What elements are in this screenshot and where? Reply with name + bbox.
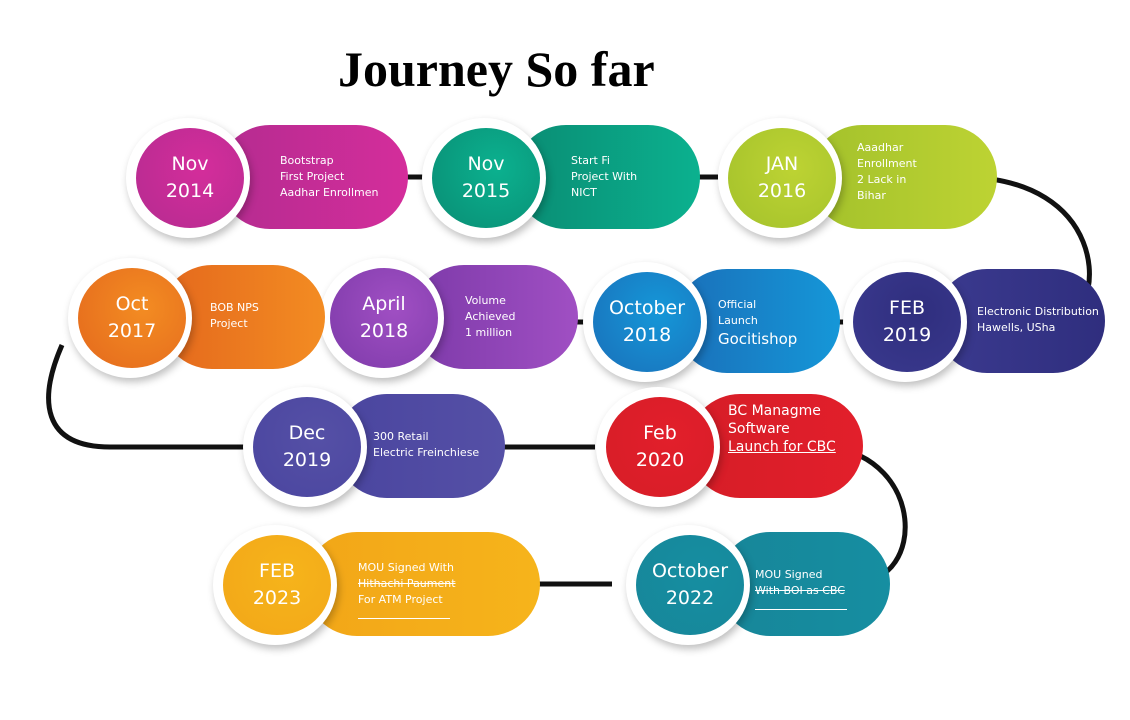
milestone-year: 2018	[359, 320, 409, 342]
description-line: First Project	[280, 170, 345, 183]
milestone-month: FEB	[889, 297, 925, 319]
milestone-month: Nov	[171, 153, 209, 175]
underline-rule	[755, 609, 847, 610]
milestone-date-badge: April 2018	[330, 268, 438, 368]
description-line: Project With	[571, 170, 638, 183]
milestone-year: 2015	[461, 180, 511, 202]
milestone-date-badge: Nov 2015	[432, 128, 540, 228]
description-line: Volume	[465, 294, 506, 307]
milestone-year: 2017	[107, 320, 157, 342]
description-line: 300 Retail	[373, 430, 429, 443]
connector	[46, 344, 248, 450]
description-line: Hawells, USha	[977, 321, 1056, 334]
milestone-date-badge: Feb 2020	[606, 397, 714, 497]
description-line: Electronic Distribution	[977, 305, 1099, 318]
milestone-year: 2018	[622, 324, 672, 346]
description-line: Launch	[718, 314, 758, 327]
milestone-month: October	[608, 297, 686, 319]
milestone-year: 2022	[665, 587, 715, 609]
milestone-year: 2020	[635, 449, 685, 471]
milestone-year: 2019	[282, 449, 332, 471]
description-line: BC Managme	[728, 403, 821, 419]
milestone-date-badge: October 2022	[636, 535, 744, 635]
description-line: For ATM Project	[358, 593, 443, 606]
milestone-year: 2016	[757, 180, 807, 202]
milestone-year: 2014	[165, 180, 215, 202]
milestone-month: Nov	[467, 153, 505, 175]
milestone-month: Oct	[115, 293, 149, 315]
milestone-date-badge: Dec 2019	[253, 397, 361, 497]
description-line: Hithachi Paument	[358, 577, 456, 590]
milestone-month: October	[651, 560, 729, 582]
milestone-date-badge: Nov 2014	[136, 128, 244, 228]
description-line: MOU Signed With	[358, 561, 454, 574]
milestone-month: Dec	[288, 422, 326, 444]
milestone-year: 2023	[252, 587, 302, 609]
description-line: Enrollment	[857, 157, 917, 170]
milestone-month: April	[362, 293, 406, 315]
description-line: BOB NPS	[210, 301, 259, 314]
description-line: NICT	[571, 186, 597, 199]
description-line: Official	[718, 298, 757, 311]
milestone-month: Feb	[643, 422, 677, 444]
page-title: Journey So far	[338, 41, 655, 97]
description-line: 2 Lack in	[857, 173, 907, 186]
description-line: Start Fi	[571, 154, 610, 167]
milestone-date-badge: JAN 2016	[728, 128, 836, 228]
milestone-description: BOB NPS Project	[210, 300, 259, 332]
description-line: Aaadhar	[857, 141, 904, 154]
description-line: Bihar	[857, 189, 886, 202]
description-line: MOU Signed	[755, 568, 823, 581]
milestone-date-badge: FEB 2019	[853, 272, 961, 372]
description-line: Software	[728, 421, 790, 437]
description-line: Aadhar Enrollmen	[280, 186, 379, 199]
description-line: Project	[210, 317, 248, 330]
milestone-year: 2019	[882, 324, 932, 346]
milestone-oct-2017: Oct 2017 BOB NPS Project	[68, 258, 325, 378]
milestone-date-badge: October 2018	[593, 272, 701, 372]
description-line: Achieved	[465, 310, 516, 323]
milestone-month: FEB	[259, 560, 295, 582]
description-line: Gocitishop	[718, 330, 798, 348]
description-line: Bootstrap	[280, 154, 334, 167]
milestone-month: JAN	[765, 153, 799, 175]
milestone-date-badge: Oct 2017	[78, 268, 186, 368]
description-line: With BOI as CBC	[755, 584, 845, 597]
description-line: Electric Freinchiese	[373, 446, 480, 459]
description-line: Launch for CBC	[728, 439, 836, 455]
description-line: 1 million	[465, 326, 513, 339]
underline-rule	[358, 618, 450, 619]
milestone-date-badge: FEB 2023	[223, 535, 331, 635]
